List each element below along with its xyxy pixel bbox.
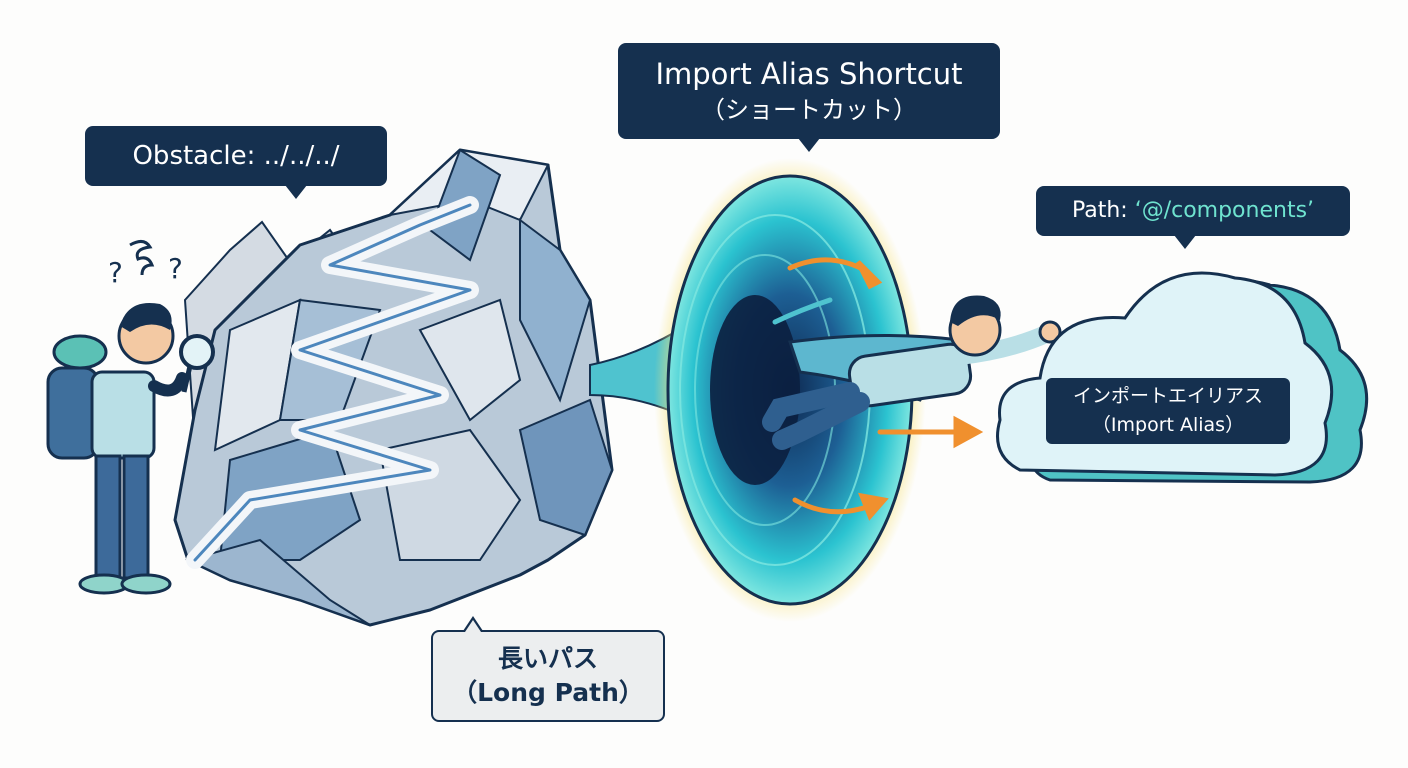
long-path-jp: 長いパス — [497, 644, 598, 673]
path-prefix: Path: — [1071, 198, 1135, 223]
question-mark-icon: ? — [168, 252, 183, 285]
long-path-trail — [186, 196, 479, 569]
cloud-label-jp: インポートエイリアス — [1072, 385, 1263, 407]
cloud-label: インポートエイリアス （Import Alias） — [1046, 378, 1290, 444]
obstacle-label: Obstacle: ../../../ — [132, 141, 340, 171]
portal — [654, 158, 926, 622]
flying-hero-figure — [762, 295, 1062, 450]
import-alias-subtitle: （ショートカット） — [701, 96, 917, 124]
question-mark-icon: ? — [108, 256, 123, 289]
import-alias-title: Import Alias Shortcut — [655, 57, 963, 91]
path-value: ‘@/components’ — [1134, 198, 1315, 223]
magnifier-icon — [179, 334, 215, 370]
path-callout: Path: ‘@/components’ — [1036, 186, 1350, 249]
import-alias-callout: Import Alias Shortcut （ショートカット） — [618, 43, 1000, 152]
long-path-en: （Long Path） — [452, 678, 644, 707]
cloud-label-en: （Import Alias） — [1091, 414, 1245, 436]
long-path-callout: 長いパス （Long Path） — [431, 616, 665, 722]
hiker-figure: ? ? — [46, 240, 215, 595]
arrow-icon — [772, 257, 984, 521]
obstacle-callout: Obstacle: ../../../ — [85, 126, 387, 199]
